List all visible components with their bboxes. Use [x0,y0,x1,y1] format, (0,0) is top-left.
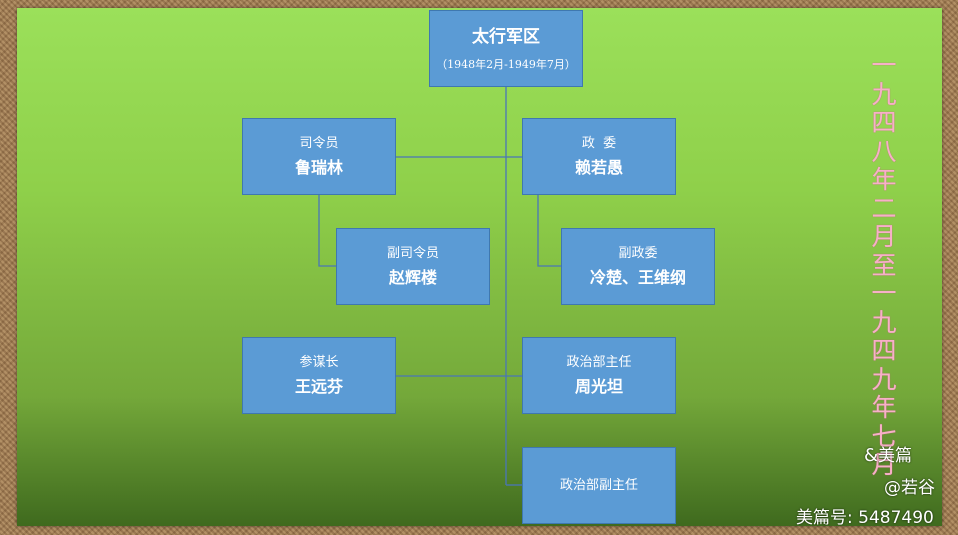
node-name: 鲁瑞林 [294,157,343,177]
side-title-char: 二 [871,193,897,223]
watermark-brand: &美篇 [864,441,912,466]
watermark-brand-text: 美篇 [878,446,913,466]
node-name: 周光坦 [574,376,623,396]
node-role: 司令员 [299,135,339,151]
side-title-char: 八 [871,136,897,166]
node-commander: 司令员 鲁瑞林 [242,118,396,195]
node-role: 政治部副主任 [559,477,638,493]
side-title-char: 至 [871,250,897,280]
root-period: （1948年2月-1949年7月） [436,57,576,71]
side-title-char: 月 [871,450,897,479]
side-title-char: 一 [871,279,897,308]
side-title-char: 九 [871,307,897,337]
node-chief-of-staff: 参谋长 王远芬 [242,337,396,414]
root-title: 太行军区 [472,26,540,47]
node-role: 政 委 [581,135,617,151]
side-title-char: 四 [871,336,897,365]
node-role: 副司令员 [386,245,439,261]
meipian-logo-icon: & [864,445,879,466]
node-role: 副政委 [618,245,658,261]
node-role: 参谋长 [299,354,339,370]
node-name: 王远芬 [294,376,343,396]
node-name: 赵辉楼 [388,267,437,287]
side-title-char: 九 [871,79,897,109]
root-node: 太行军区 （1948年2月-1949年7月） [429,10,583,87]
node-name: 赖若愚 [574,157,623,177]
side-title-char: 月 [871,222,897,251]
watermark-id: 美篇号: 5487490 [796,508,934,528]
node-deputy-commander: 副司令员 赵辉楼 [336,228,490,305]
side-title-char: 一 [871,51,897,80]
watermark-author: @若谷 [884,478,935,498]
side-title-char: 年 [871,165,897,194]
node-role: 政治部主任 [566,354,632,370]
node-political-director: 政治部主任 周光坦 [522,337,676,414]
side-title-char: 九 [871,364,897,394]
node-name: 冷楚、王维纲 [589,267,686,287]
node-political-deputy-director: 政治部副主任 [522,447,676,524]
node-commissar: 政 委 赖若愚 [522,118,676,195]
side-vertical-title: 一九四八年二月至一九四九年七月 [866,51,902,480]
side-title-char: 年 [871,393,897,422]
node-deputy-commissar: 副政委 冷楚、王维纲 [561,228,715,305]
side-title-char: 七 [871,421,897,451]
side-title-char: 四 [871,108,897,137]
